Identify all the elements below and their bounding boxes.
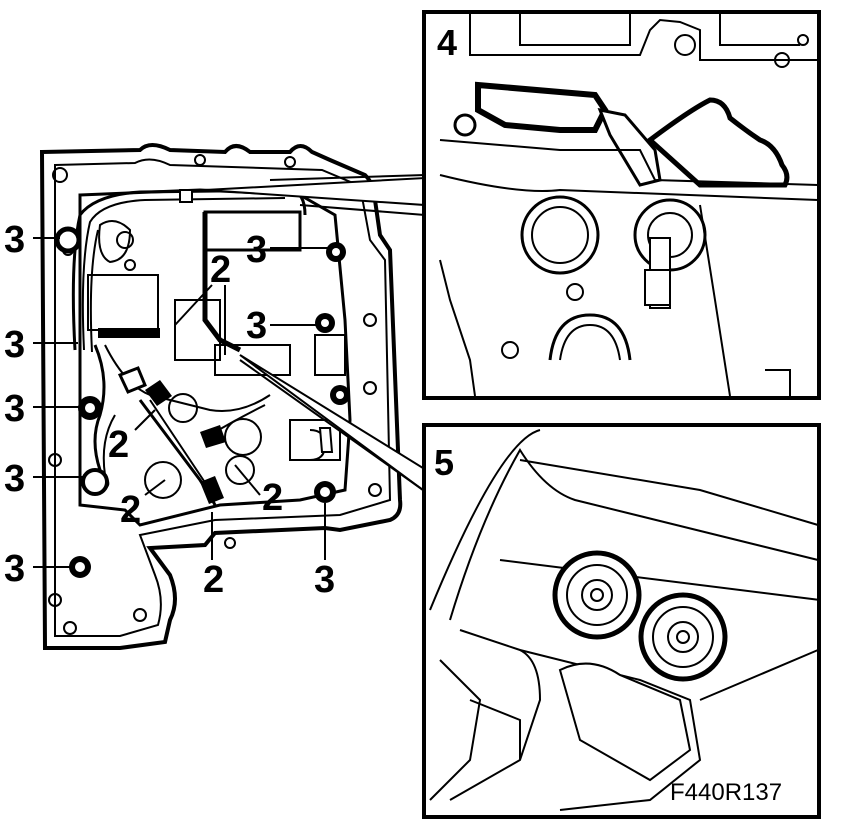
inset-top-number: 4 (437, 22, 457, 63)
callout-2-left-mid: 2 (108, 424, 129, 466)
callout-3-left-a: 3 (4, 219, 25, 261)
inset-top (422, 10, 821, 400)
callout-2-left-low: 2 (120, 489, 141, 531)
callout-3-left-b: 3 (4, 324, 25, 366)
callout-3-left-c: 3 (4, 388, 25, 430)
callout-3-inner-a: 3 (246, 229, 267, 271)
callout-3-left-e: 3 (4, 548, 25, 590)
callout-3-left-d: 3 (4, 458, 25, 500)
callout-labels: 4 5 F440R137 3 3 3 3 3 3 3 3 2 2 2 2 2 (4, 22, 782, 806)
leader-lines (33, 174, 426, 568)
inset-bottom-number: 5 (434, 442, 454, 483)
figure-code: F440R137 (670, 779, 782, 806)
inset-bottom (422, 423, 821, 819)
callout-3-bottom: 3 (314, 559, 335, 601)
callout-2-bottom: 2 (203, 559, 224, 601)
callout-3-inner-b: 3 (246, 305, 267, 347)
callout-2-top: 2 (210, 249, 231, 291)
callout-2-right: 2 (262, 477, 283, 519)
